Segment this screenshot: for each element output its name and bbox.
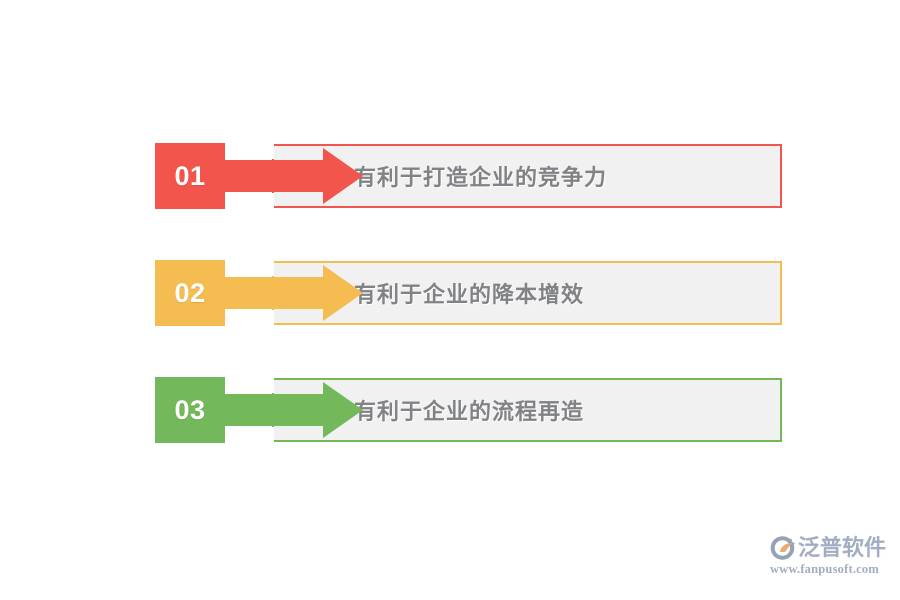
list-item[interactable]: 有利于企业的降本增效 02 bbox=[155, 258, 782, 328]
watermark-url: www.fanpusoft.com bbox=[770, 562, 879, 576]
watermark: 泛普软件 www.fanpusoft.com bbox=[768, 534, 892, 580]
item-number: 01 bbox=[174, 160, 206, 191]
arrow-notch-bottom bbox=[225, 310, 274, 328]
arrow-icon bbox=[213, 148, 363, 204]
item-label: 有利于企业的流程再造 bbox=[354, 399, 585, 424]
arrow-icon bbox=[213, 265, 363, 321]
arrow-notch-bottom bbox=[225, 427, 274, 445]
watermark-brand-row: 泛普软件 bbox=[768, 534, 886, 562]
list-item[interactable]: 有利于企业的流程再造 03 bbox=[155, 375, 782, 445]
fanpu-logo-icon bbox=[770, 536, 795, 560]
arrow-notch-top bbox=[225, 375, 274, 393]
item-number-badge: 03 bbox=[155, 377, 225, 443]
watermark-brand-name: 泛普软件 bbox=[798, 535, 887, 560]
arrow-notch-top bbox=[225, 141, 274, 159]
list-item[interactable]: 有利于打造企业的竞争力 01 bbox=[155, 141, 782, 211]
arrow-notch-bottom bbox=[225, 193, 274, 211]
item-number: 02 bbox=[174, 277, 206, 308]
arrow-notch-top bbox=[225, 258, 274, 276]
item-label: 有利于企业的降本增效 bbox=[354, 282, 585, 307]
item-label: 有利于打造企业的竞争力 bbox=[354, 165, 608, 190]
item-number-badge: 01 bbox=[155, 143, 225, 209]
item-number-badge: 02 bbox=[155, 260, 225, 326]
item-number: 03 bbox=[174, 394, 206, 425]
arrow-icon bbox=[213, 382, 363, 438]
